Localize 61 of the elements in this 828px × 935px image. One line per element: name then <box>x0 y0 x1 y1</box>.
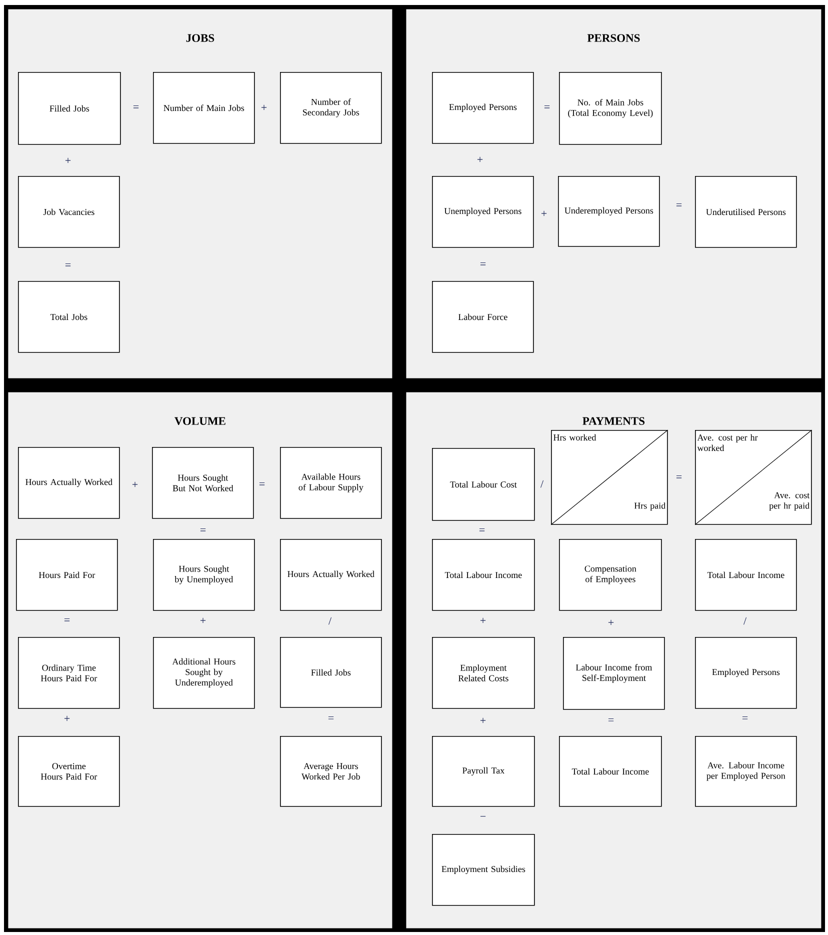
term-box: Hours Sought by Unemployed <box>153 539 255 611</box>
term-box: Underutilised Persons <box>695 176 797 248</box>
term-box: Labour Income from Self-Employment <box>563 637 665 710</box>
operator: + <box>477 156 483 162</box>
term-box: Ordinary Time Hours Paid For <box>18 637 120 709</box>
term-box: Hours Sought But Not Worked <box>152 447 254 519</box>
operator: + <box>64 716 70 722</box>
term-box: Total Labour Income <box>432 539 535 611</box>
term-box: No. of Main Jobs (Total Economy Level) <box>559 72 662 145</box>
operator: = <box>328 716 334 720</box>
operator: / <box>328 617 332 625</box>
term-box: Labour Force <box>432 281 534 353</box>
term-box: Unemployed Persons <box>432 176 534 248</box>
term-box: Hours Actually Worked <box>18 447 120 519</box>
operator: = <box>480 262 486 266</box>
term-box: Filled Jobs <box>18 72 121 145</box>
term-box: Number of Main Jobs <box>153 72 255 144</box>
operator: + <box>261 104 267 110</box>
operator: − <box>480 816 486 817</box>
term-box: Overtime Hours Paid For <box>18 736 120 807</box>
operator: = <box>259 482 265 486</box>
term-box: Ave. Labour Income per Employed Person <box>695 736 797 807</box>
term-box: Total Labour Income <box>559 736 662 807</box>
operator: + <box>480 618 486 624</box>
operator: + <box>65 158 71 164</box>
operator: = <box>200 528 206 532</box>
term-box: Employment Subsidies <box>432 834 535 906</box>
operator: / <box>540 480 544 488</box>
term-box: Available Hours of Labour Supply <box>280 447 382 519</box>
term-box: Additional Hours Sought by Underemployed <box>153 637 255 709</box>
operator: = <box>676 476 682 478</box>
term-box: Total Labour Income <box>695 539 797 611</box>
term-box: Employed Persons <box>432 72 534 144</box>
operator: = <box>133 105 139 108</box>
term-box: Payroll Tax <box>432 736 535 807</box>
operator: + <box>200 618 206 624</box>
term-box: Employed Persons <box>695 637 797 709</box>
operator: = <box>64 618 70 622</box>
term-box: Average Hours Worked Per Job <box>280 736 382 807</box>
term-box: Job Vacancies <box>18 176 120 248</box>
term-box: Hours Paid For <box>16 539 118 611</box>
operator: + <box>132 482 138 488</box>
term-box: Hours Actually Worked <box>280 539 382 611</box>
operator: + <box>608 620 614 626</box>
operator: = <box>676 204 682 206</box>
term-box: Total Labour Cost <box>432 448 535 521</box>
operator: = <box>65 264 71 266</box>
term-box: Total Jobs <box>18 281 120 353</box>
operator: = <box>608 718 614 722</box>
term-box: Filled Jobs <box>280 637 382 708</box>
operator: = <box>742 716 748 720</box>
term-box: Underemployed Persons <box>558 176 660 247</box>
operator: + <box>480 718 486 724</box>
operator: + <box>541 210 547 216</box>
operator: = <box>544 105 550 108</box>
operator: = <box>479 528 485 532</box>
term-box: Compensation of Employees <box>559 539 662 611</box>
term-box: Employment Related Costs <box>432 637 535 709</box>
term-box: Number of Secondary Jobs <box>280 72 382 144</box>
split-box: Ave. cost per hr worked Ave. cost per hr paid <box>694 430 812 526</box>
operator: / <box>743 617 747 625</box>
